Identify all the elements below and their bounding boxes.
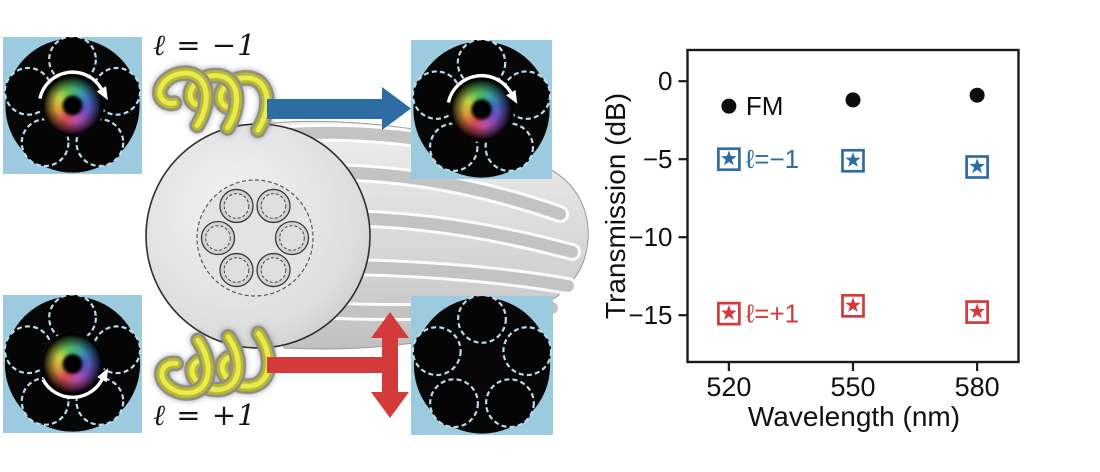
fiber-capillary-tubes [200, 188, 310, 288]
y-tick-label: 0 [658, 66, 672, 96]
data-point-ℓ=−1-580 [965, 155, 989, 179]
circulation-arrow-icon [38, 70, 108, 101]
vortex-mode-donut [449, 77, 514, 142]
data-point-ℓ=+1-520 [717, 301, 741, 326]
vortex-mode-donut [40, 332, 105, 396]
vortex-inset-output-transmitted [411, 40, 552, 179]
data-point-ℓ=−1-520 [717, 147, 741, 172]
x-axis-label: Wavelength (nm) [747, 401, 961, 432]
y-tick-label: −15 [628, 300, 672, 330]
legend-ℓ=−1: ℓ=−1 [746, 144, 799, 174]
y-tick-label: −5 [643, 144, 673, 174]
vortex-mode-donut [40, 73, 105, 138]
data-point-ℓ=+1-550 [841, 293, 865, 318]
vortex-inset-output-blocked [411, 296, 553, 435]
data-point-FM-580 [969, 87, 985, 103]
blue-transmitted-arrow [267, 87, 411, 130]
transmission-chart: 0 −5 −10 −15 520 550 580 FM ℓ=−1 ℓ=+1 Wavelength … [600, 0, 1100, 472]
x-tick-label: 580 [955, 372, 1000, 402]
vortex-inset-input-l-minus1 [3, 37, 142, 174]
legend-ℓ=+1: ℓ=+1 [746, 299, 799, 329]
helical-phase-spring-top [156, 66, 270, 135]
legend-FM: FM [746, 91, 784, 121]
label-input-l-plus1: ℓ = +1 [153, 398, 257, 432]
data-point-FM-520 [721, 98, 737, 114]
transmission-chart-canvas: 0 −5 −10 −15 520 550 580 FM ℓ=−1 ℓ=+1 [628, 48, 1020, 402]
y-tick-label: −10 [628, 222, 672, 252]
circulation-arrow-icon [446, 74, 518, 104]
y-axis-label: Transmission (dB) [600, 92, 631, 320]
data-point-FM-550 [845, 92, 861, 108]
data-point-ℓ=+1-580 [965, 300, 989, 324]
label-input-l-minus1: ℓ = −1 [153, 28, 257, 62]
data-point-ℓ=−1-550 [841, 148, 865, 173]
circulation-arrow-icon [41, 368, 109, 400]
vortex-inset-input-l-plus1 [3, 295, 142, 433]
x-tick-label: 550 [830, 372, 875, 402]
x-tick-label: 520 [706, 372, 751, 402]
red-blocked-arrow [267, 312, 409, 418]
